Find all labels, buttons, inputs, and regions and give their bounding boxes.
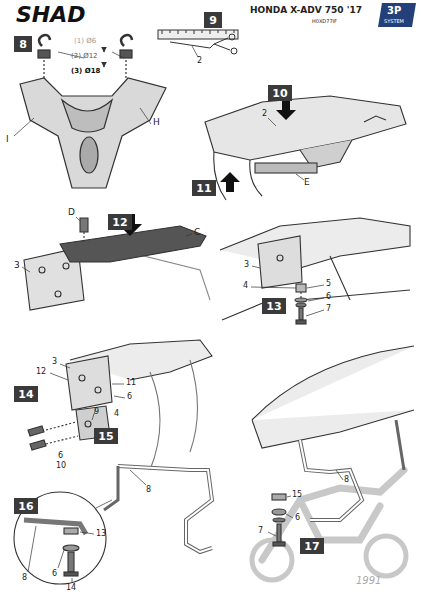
callout-label: 10 (56, 462, 66, 470)
step-number-box: 13 (262, 298, 286, 314)
step12-art (22, 217, 210, 310)
callout-label: 7 (326, 305, 331, 313)
step-number-box: 8 (14, 36, 32, 52)
step8-art (14, 35, 166, 188)
watermark-logo (252, 470, 406, 580)
callout-label: 6 (295, 514, 300, 522)
callout-label: 8 (22, 574, 27, 582)
callout-label: 3 (52, 358, 57, 366)
step-number: 12 (112, 217, 127, 228)
callout-label: H (153, 118, 160, 127)
callout-label: 7 (258, 527, 263, 535)
header-text: SYSTEM (384, 19, 404, 24)
callout-label: 3 (244, 261, 249, 269)
callout-label: 13 (96, 530, 106, 538)
header-text: H0XD77IF (312, 19, 337, 24)
callout-label: E (304, 178, 310, 187)
step-number-box: 17 (300, 538, 324, 554)
step13-art (220, 218, 410, 324)
callout-label: 11 (126, 379, 136, 387)
step-number-box: 16 (14, 498, 38, 514)
callout-label: 15 (292, 491, 302, 499)
callout-label: 2 (262, 110, 267, 118)
step-number: 17 (304, 541, 319, 552)
callout-label: 9 (94, 408, 99, 416)
callout-label: 8 (146, 486, 151, 494)
callout-label: (1) Ø6 (74, 38, 96, 45)
callout-label: 14 (66, 584, 76, 592)
header-text: HONDA X-ADV 750 '17 (250, 6, 362, 15)
step-number: 14 (18, 389, 33, 400)
callout-label: I (6, 135, 9, 144)
step-number-box: 9 (204, 12, 222, 28)
step-number: 9 (209, 15, 217, 26)
callout-label: 5 (326, 280, 331, 288)
step-number-box: 10 (268, 85, 292, 101)
arrow-up (220, 172, 240, 192)
step-number-box: 14 (14, 386, 38, 402)
callout-label: 2 (197, 57, 202, 65)
callout-label: (3) Ø18 (71, 68, 100, 75)
step10-art (205, 96, 406, 200)
header-text: 3P (387, 6, 401, 16)
arrow-down (276, 100, 296, 120)
callout-label: 3 (14, 261, 20, 270)
callout-label: 4 (114, 410, 119, 418)
callout-label: 6 (52, 570, 57, 578)
step9-art (158, 30, 238, 57)
watermark: 1991 (356, 576, 381, 586)
callout-label: 12 (36, 368, 46, 376)
callout-label: 6 (326, 293, 331, 301)
step14-art (14, 340, 212, 584)
step-number-box: 11 (192, 180, 216, 196)
step-number: 11 (196, 183, 211, 194)
step-number: 8 (19, 39, 27, 50)
step-number: 13 (266, 301, 281, 312)
callout-label: 8 (344, 476, 349, 484)
step17-art (252, 346, 414, 546)
step-number: 16 (18, 501, 33, 512)
callout-label: C (194, 228, 200, 237)
badge (378, 3, 416, 27)
step-number-box: 15 (94, 428, 118, 444)
callout-label: (2) Ø12 (71, 53, 98, 60)
callout-label: 6 (58, 452, 63, 460)
callout-label: 6 (127, 393, 132, 401)
callout-label: D (68, 208, 75, 217)
step-number: 10 (272, 88, 287, 99)
step-number: 15 (98, 431, 113, 442)
callout-label: 4 (243, 282, 248, 290)
header-text: SHAD (16, 4, 86, 26)
step-number-box: 12 (108, 214, 132, 230)
